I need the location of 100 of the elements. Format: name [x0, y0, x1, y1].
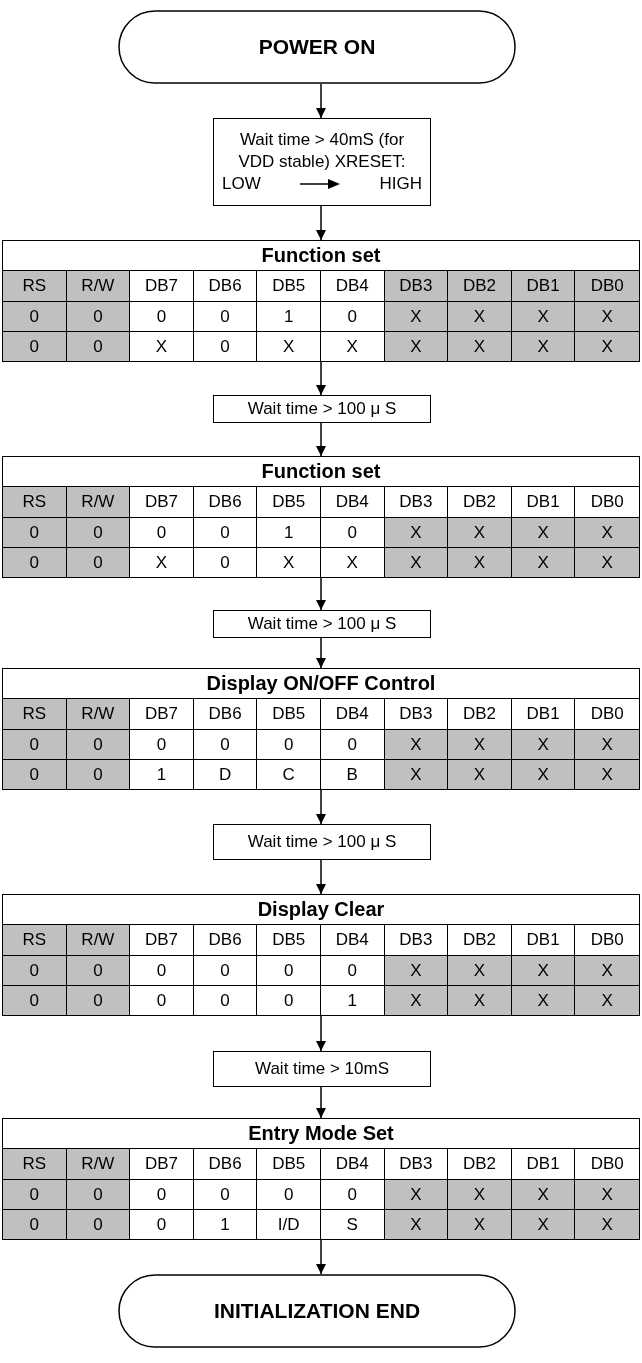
table-cell: DB2 [448, 487, 512, 518]
table-cell: DB6 [193, 925, 258, 956]
table-cell: DB2 [448, 699, 512, 730]
signal-level: LOW [222, 173, 261, 196]
table-cell: X [448, 331, 512, 361]
table-cell: DB5 [257, 925, 321, 956]
table-cell: 0 [257, 985, 321, 1015]
table-cell: X [575, 759, 639, 789]
arrow [315, 577, 327, 611]
table-cell: DB1 [511, 925, 576, 956]
table-cell: 1 [257, 301, 321, 332]
table-cell: X [448, 517, 512, 548]
table-cell: DB1 [511, 487, 576, 518]
table-cell: R/W [66, 699, 131, 730]
table-cell: DB1 [511, 699, 576, 730]
table-cell: 0 [321, 729, 385, 760]
table-cell: DB3 [384, 487, 449, 518]
table-cell: DB0 [575, 1149, 639, 1180]
table-cell: 0 [193, 985, 258, 1015]
table-cell: DB6 [193, 1149, 258, 1180]
table-cell: X [575, 1209, 639, 1239]
table-cell: X [448, 759, 512, 789]
table-cell: X [384, 729, 449, 760]
table-cell: X [321, 547, 385, 577]
table-cell: DB0 [575, 699, 639, 730]
table-cell: 0 [321, 517, 385, 548]
table-cell: X [384, 759, 449, 789]
table-cell: X [384, 1209, 449, 1239]
table-cell: X [511, 955, 576, 986]
wait-box [213, 1051, 431, 1087]
table-cell: 0 [3, 729, 67, 760]
table-cell: DB1 [511, 271, 576, 302]
table-cell: DB1 [511, 1149, 576, 1180]
arrow [315, 1015, 327, 1052]
table-cell: X [448, 955, 512, 986]
table-cell: DB5 [257, 699, 321, 730]
table-cell: 0 [66, 301, 131, 332]
table-cell: 1 [321, 985, 385, 1015]
table-cell: X [575, 517, 639, 548]
table-cell: X [511, 301, 576, 332]
table-cell: DB2 [448, 271, 512, 302]
table-cell: X [511, 729, 576, 760]
step-text: Wait time > 100 μ S [247, 830, 397, 853]
table-cell: 0 [66, 1209, 131, 1239]
table-cell: X [448, 1209, 512, 1239]
table-cell: X [511, 331, 576, 361]
table-cell: 0 [3, 985, 67, 1015]
command-table [2, 240, 640, 362]
table-cell: 0 [130, 301, 194, 332]
table-cell: C [257, 759, 321, 789]
table-cell: 0 [3, 955, 67, 986]
wait-box [213, 610, 431, 638]
table-cell: RS [3, 271, 67, 302]
table-cell: 0 [257, 955, 321, 986]
arrow [315, 205, 327, 241]
table-cell: X [511, 759, 576, 789]
command-table [2, 456, 640, 578]
table-cell: X [384, 331, 449, 361]
table-cell: 0 [130, 517, 194, 548]
table-cell: X [384, 517, 449, 548]
table-cell: X [575, 301, 639, 332]
table-cell: DB2 [448, 1149, 512, 1180]
table-cell: X [257, 547, 321, 577]
table-cell: 0 [193, 331, 258, 361]
table-cell: 0 [66, 955, 131, 986]
arrow [315, 83, 327, 119]
table-cell: 0 [193, 547, 258, 577]
table-cell: DB7 [130, 699, 194, 730]
table-cell: X [575, 331, 639, 361]
table-cell: X [448, 729, 512, 760]
table-cell: DB5 [257, 271, 321, 302]
table-cell: 0 [193, 301, 258, 332]
table-cell: 0 [321, 301, 385, 332]
table-cell: 0 [193, 955, 258, 986]
table-cell: X [448, 985, 512, 1015]
table-cell: X [575, 1179, 639, 1210]
table-cell: DB0 [575, 925, 639, 956]
table-cell: R/W [66, 487, 131, 518]
table-cell: 0 [193, 517, 258, 548]
table-cell: 0 [3, 547, 67, 577]
step-text: Wait time > 100 μ S [247, 612, 397, 635]
wait-box [213, 395, 431, 423]
arrow [315, 361, 327, 396]
step-text: Wait time > 100 μ S [247, 397, 397, 420]
table-cell: DB4 [321, 271, 385, 302]
table-cell: 0 [130, 729, 194, 760]
table-cell: 0 [3, 1179, 67, 1210]
table-cell: S [321, 1209, 385, 1239]
table-cell: 0 [321, 1179, 385, 1210]
table-cell: 0 [257, 729, 321, 760]
table-cell: X [130, 547, 194, 577]
table-cell: 0 [257, 1179, 321, 1210]
table-cell: RS [3, 699, 67, 730]
table-cell: 0 [130, 985, 194, 1015]
table-cell: DB5 [257, 1149, 321, 1180]
table-cell: DB5 [257, 487, 321, 518]
table-cell: DB3 [384, 1149, 449, 1180]
table-cell: 0 [321, 955, 385, 986]
arrow [315, 789, 327, 825]
table-cell: 0 [66, 331, 131, 361]
